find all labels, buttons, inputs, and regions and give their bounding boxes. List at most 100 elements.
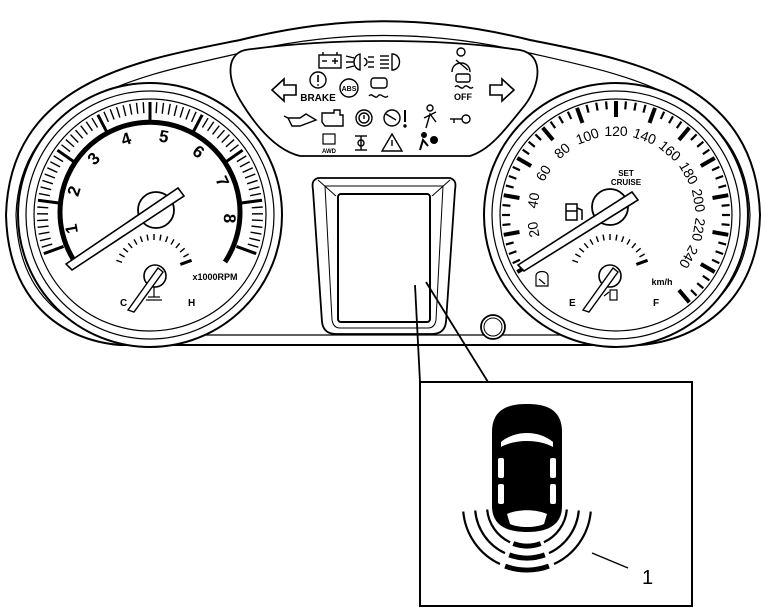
tach-tick xyxy=(38,231,50,235)
fuel-empty-label: E xyxy=(569,298,576,309)
speed-tick xyxy=(516,156,533,168)
tach-tick xyxy=(249,237,261,242)
speed-tick xyxy=(541,126,555,142)
tach-needle xyxy=(64,186,186,272)
tach-tick xyxy=(41,243,53,248)
sub-tick xyxy=(572,259,579,264)
check-engine-icon xyxy=(321,109,344,127)
sub-tick xyxy=(578,247,585,253)
battery-icon xyxy=(318,52,342,69)
tach-tick xyxy=(161,102,165,114)
fuel-needle xyxy=(581,266,619,313)
center-display xyxy=(311,177,457,335)
temperature-gauge: C H xyxy=(116,234,195,313)
speed-tick xyxy=(715,174,724,180)
tach-tick xyxy=(37,198,59,205)
tach-tick xyxy=(207,121,215,132)
speed-tick xyxy=(699,156,716,168)
sub-tick xyxy=(620,236,625,243)
tach-tick xyxy=(221,134,230,143)
tach-tick xyxy=(38,192,50,197)
tach-tick xyxy=(91,117,99,128)
tach-tick xyxy=(251,206,263,209)
traction-control-icon xyxy=(368,77,389,98)
steering-warning-icon xyxy=(383,109,407,128)
speed-label: 20 xyxy=(524,220,542,238)
speed-tick xyxy=(595,102,599,111)
tach-tick xyxy=(61,144,71,153)
tach-tick xyxy=(96,114,109,135)
speed-tick xyxy=(711,258,720,265)
sub-tick xyxy=(119,253,125,258)
sub-tick xyxy=(639,253,645,258)
tach-tick xyxy=(250,192,262,197)
sensor-arc-left xyxy=(462,511,501,566)
sub-tick xyxy=(164,236,169,243)
callout-leader xyxy=(591,552,629,569)
sub-tick xyxy=(146,234,149,241)
tach-tick xyxy=(251,225,263,228)
housing-outline xyxy=(4,20,762,346)
high-beam-icon xyxy=(380,53,401,71)
speed-tick xyxy=(534,133,542,141)
axle-warning-icon xyxy=(355,135,367,151)
tach-tick xyxy=(37,219,49,222)
speed-tick xyxy=(512,165,521,172)
speed-tick xyxy=(721,223,730,227)
tach-tick xyxy=(109,108,115,120)
cruise-set-label: SET xyxy=(618,169,634,178)
seatbelt-passenger-icon xyxy=(451,47,471,73)
speed-label: 60 xyxy=(532,162,554,184)
tach-tick xyxy=(248,186,260,191)
sub-tick xyxy=(139,236,144,243)
fog-light-icon xyxy=(345,53,374,71)
speed-tick xyxy=(677,126,691,142)
speed-tick xyxy=(585,104,590,113)
speed-tick xyxy=(503,193,520,200)
tach-label: 1 xyxy=(62,222,82,235)
brake-label: BRAKE xyxy=(300,93,336,104)
tach-tick xyxy=(224,148,244,164)
speed-tick xyxy=(604,101,608,110)
tach-tick xyxy=(173,105,178,117)
fuel-pump-icon xyxy=(565,203,583,221)
tach-tick xyxy=(201,117,209,128)
speed-label: 220 xyxy=(689,217,709,243)
turn-left-icon xyxy=(270,77,297,103)
tach-tick xyxy=(53,155,64,163)
parking-sensor-arcs xyxy=(462,509,592,573)
telltale-panel-outline xyxy=(229,40,539,157)
traction-off-icon: OFF xyxy=(454,73,474,102)
dimmer-knob[interactable] xyxy=(480,314,506,340)
speed-tick xyxy=(675,120,683,129)
tach-tick xyxy=(242,167,253,174)
tach-tick xyxy=(85,121,93,132)
sub-tick xyxy=(615,234,618,241)
speed-label: 100 xyxy=(574,124,602,147)
speed-label: 140 xyxy=(631,125,659,148)
sub-tick xyxy=(175,242,181,249)
sub-tick xyxy=(583,242,589,249)
speed-tick xyxy=(624,101,628,110)
speed-tick xyxy=(721,203,730,207)
tach-tick xyxy=(103,111,110,123)
speed-tick xyxy=(696,282,705,290)
speed-tick xyxy=(527,140,536,148)
speed-tick xyxy=(633,102,637,111)
speed-tick xyxy=(505,241,514,246)
abs-warning-icon: ABS xyxy=(339,78,359,98)
tach-tick xyxy=(74,129,84,139)
sensor-arc-center xyxy=(512,541,542,549)
tach-tick xyxy=(247,243,259,248)
car-top-view xyxy=(492,404,562,532)
coolant-icon xyxy=(146,287,162,301)
fuel-gauge: E F xyxy=(569,234,659,313)
sub-tick xyxy=(179,247,186,253)
tach-tick xyxy=(44,173,56,179)
speed-label: 40 xyxy=(524,191,542,209)
sub-tick xyxy=(133,239,138,245)
speed-tick xyxy=(718,241,727,246)
speed-tick xyxy=(711,165,720,172)
speedo-face xyxy=(499,98,733,332)
tach-tick xyxy=(37,206,49,209)
